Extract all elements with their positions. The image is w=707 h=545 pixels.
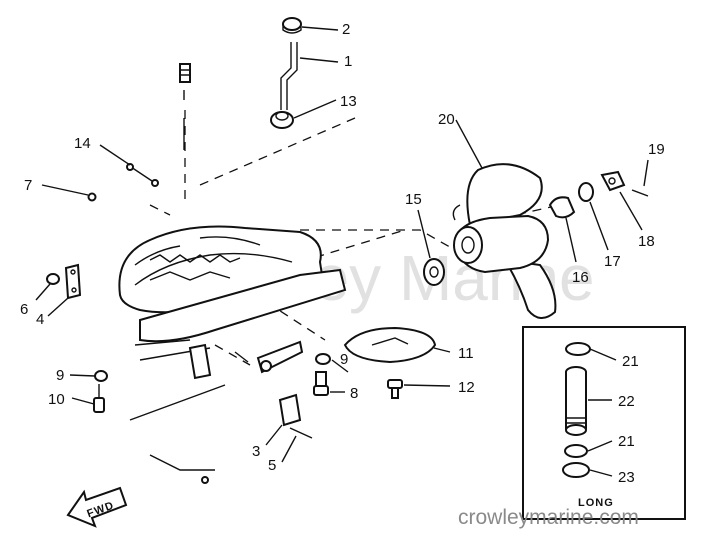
drive-shaft-top bbox=[179, 63, 191, 150]
part-21-oring-top bbox=[565, 342, 591, 356]
part-14-shift-rod bbox=[126, 163, 159, 187]
callout-9-left: 9 bbox=[56, 367, 64, 384]
part-12-bolt bbox=[387, 379, 403, 399]
callout-10: 10 bbox=[48, 391, 65, 408]
part-9-washer-left bbox=[94, 370, 108, 382]
part-11-anode bbox=[343, 326, 437, 364]
shift-linkage bbox=[234, 340, 304, 374]
callout-4: 4 bbox=[36, 311, 44, 328]
part-19-cotter-pin bbox=[631, 189, 649, 197]
part-13-grommet bbox=[270, 111, 294, 129]
callout-11: 11 bbox=[458, 345, 474, 362]
part-5-screw bbox=[289, 427, 313, 439]
part-7-pin bbox=[87, 192, 97, 202]
part-4-plate bbox=[64, 263, 82, 300]
callout-18: 18 bbox=[638, 233, 655, 250]
part-17-washer bbox=[578, 182, 594, 202]
fwd-arrow bbox=[66, 486, 128, 528]
part-23-washer bbox=[562, 462, 590, 478]
callout-20: 20 bbox=[438, 111, 455, 128]
callout-21-top: 21 bbox=[622, 353, 639, 370]
callout-5: 5 bbox=[268, 457, 276, 474]
part-9-washer-right bbox=[315, 353, 331, 365]
callout-9-right: 9 bbox=[340, 351, 348, 368]
callout-2: 2 bbox=[342, 21, 350, 38]
part-8-bolt bbox=[313, 371, 329, 396]
callout-15: 15 bbox=[405, 191, 422, 208]
part-15-thrust-washer bbox=[423, 258, 445, 286]
callout-14: 14 bbox=[74, 135, 91, 152]
callout-6: 6 bbox=[20, 301, 28, 318]
callout-21-bottom: 21 bbox=[618, 433, 635, 450]
callout-22: 22 bbox=[618, 393, 635, 410]
callout-19: 19 bbox=[648, 141, 665, 158]
part-21-oring-bottom bbox=[564, 444, 588, 458]
callout-3: 3 bbox=[252, 443, 260, 460]
part-16-spacer bbox=[548, 196, 576, 219]
part-1-water-tube bbox=[280, 42, 298, 110]
inset-label: LONG bbox=[578, 497, 614, 509]
inset-box bbox=[522, 326, 686, 520]
callout-1: 1 bbox=[344, 53, 352, 70]
callout-16: 16 bbox=[572, 269, 589, 286]
callout-12: 12 bbox=[458, 379, 475, 396]
callout-17: 17 bbox=[604, 253, 621, 270]
part-22-sleeve bbox=[565, 366, 587, 436]
callout-13: 13 bbox=[340, 93, 357, 110]
part-20-propeller bbox=[452, 163, 557, 319]
site-url: crowleymarine.com bbox=[458, 506, 639, 529]
callout-23: 23 bbox=[618, 469, 635, 486]
callout-8: 8 bbox=[350, 385, 358, 402]
part-6-washer bbox=[46, 273, 60, 285]
part-18-nut bbox=[600, 170, 626, 192]
callout-labels: 2 1 13 14 7 6 4 9 10 9 8 3 5 11 12 15 20… bbox=[20, 21, 665, 509]
part-10-bolt bbox=[93, 384, 105, 413]
lower-unit-housing bbox=[118, 225, 347, 484]
leader-lines bbox=[35, 26, 649, 463]
part-2-cap bbox=[282, 17, 302, 34]
part-3-bracket bbox=[278, 393, 302, 427]
callout-7: 7 bbox=[24, 177, 32, 194]
